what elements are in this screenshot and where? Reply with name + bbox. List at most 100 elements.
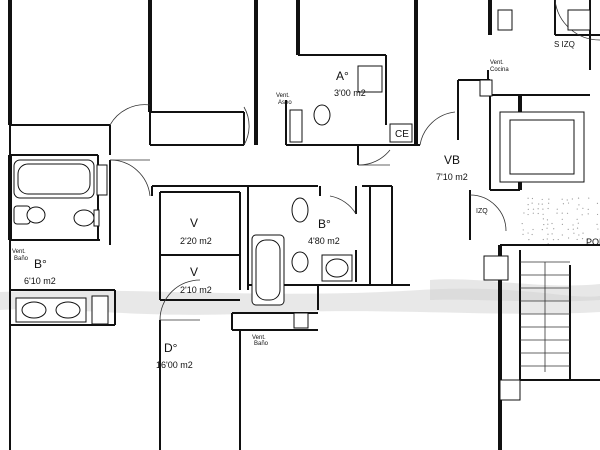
hatch-dot xyxy=(542,229,543,230)
hatch-dot xyxy=(547,238,548,239)
hatch-dot xyxy=(533,209,534,210)
room-d-name: D° xyxy=(164,341,178,355)
hatch-dot xyxy=(557,209,558,210)
hatch-dot xyxy=(542,199,543,200)
hatch-dot xyxy=(577,219,578,220)
hatch-dot xyxy=(582,233,583,234)
hatch-dot xyxy=(558,239,559,240)
hatch-dot xyxy=(568,237,569,238)
room-a-name: A° xyxy=(336,69,349,83)
hatch-dot xyxy=(543,218,544,219)
hatch-dot xyxy=(551,223,552,224)
hatch-dot xyxy=(532,229,533,230)
vent-aseo-line2: Aseo xyxy=(278,100,292,106)
hatch-dot xyxy=(528,204,529,205)
room-b-left-area: 6'10 m2 xyxy=(24,276,56,286)
room-v-upper-name: V xyxy=(190,216,198,230)
hatch-dot xyxy=(527,198,528,199)
room-a-area: 3'00 m2 xyxy=(334,88,366,98)
room-b-center-name: B° xyxy=(318,217,331,231)
hatch-dot xyxy=(538,213,539,214)
hatch-dot xyxy=(562,234,563,235)
hatch-dot xyxy=(533,213,534,214)
hatch-dot xyxy=(562,199,563,200)
por-label: POR xyxy=(586,237,600,247)
hatch-dot xyxy=(522,234,523,235)
hatch-dot xyxy=(538,203,539,204)
hatch-dot xyxy=(577,228,578,229)
hatch-dot xyxy=(542,204,543,205)
hatch-dot xyxy=(523,229,524,230)
hatch-dot xyxy=(568,229,569,230)
vent-cocina-line1: Vent. xyxy=(490,60,504,66)
hatch-dot xyxy=(573,233,574,234)
room-b-center-area: 4'80 m2 xyxy=(308,236,340,246)
hatch-dot xyxy=(528,209,529,210)
hatch-dot xyxy=(578,234,579,235)
hatch-dot xyxy=(578,197,579,198)
scan-smudge-right xyxy=(430,279,600,301)
hatch-dot xyxy=(577,208,578,209)
hatch-dot xyxy=(543,239,544,240)
hatch-dot xyxy=(528,239,529,240)
hatch-dot xyxy=(582,208,583,209)
hatch-dot xyxy=(582,238,583,239)
hatch-dot xyxy=(567,199,568,200)
room-v-upper-area: 2'20 m2 xyxy=(180,236,212,246)
hatch-dot xyxy=(588,209,589,210)
hatch-dot xyxy=(562,213,563,214)
hatch-dot xyxy=(596,224,597,225)
hatch-dot xyxy=(552,233,553,234)
hatch-dot xyxy=(532,234,533,235)
hatch-dot xyxy=(543,214,544,215)
vent-bano-left-line1: Vent. xyxy=(12,249,26,255)
hatch-dot xyxy=(563,203,564,204)
hatch-dot xyxy=(553,239,554,240)
izq-label: IZQ xyxy=(476,208,488,215)
hatch-dot xyxy=(577,239,578,240)
hatch-dot xyxy=(573,229,574,230)
hatch-dot xyxy=(562,224,563,225)
vent-bano-left-line2: Baño xyxy=(14,256,29,262)
hatch-dot xyxy=(578,204,579,205)
hatch-dot xyxy=(532,198,533,199)
hatch-dot xyxy=(527,232,528,233)
hatch-dot xyxy=(547,219,548,220)
hatch-dot xyxy=(546,228,547,229)
room-v-lower-name: V xyxy=(190,265,198,279)
room-v-lower-area: 2'10 m2 xyxy=(180,285,212,295)
hatch-dot xyxy=(562,219,563,220)
hatch-dot xyxy=(548,199,549,200)
hatch-dot xyxy=(582,214,583,215)
hatch-dot xyxy=(547,224,548,225)
vent-aseo-line1: Vent. xyxy=(276,93,290,99)
ce-label: CE xyxy=(395,129,409,140)
hatch-dot xyxy=(542,209,543,210)
s-izq-label: S IZQ xyxy=(554,40,575,49)
room-vb-name: VB xyxy=(444,153,460,167)
hatch-dot xyxy=(548,203,549,204)
hatch-dot xyxy=(572,224,573,225)
hatch-dot xyxy=(597,228,598,229)
hatch-dot xyxy=(538,208,539,209)
staircase xyxy=(520,262,570,372)
room-vb-area: 7'10 m2 xyxy=(436,172,468,182)
hatch-dot xyxy=(522,223,523,224)
hatch-dot xyxy=(553,228,554,229)
hatch-dot xyxy=(572,198,573,199)
room-b-left-name: B° xyxy=(34,257,47,271)
hatch-dot xyxy=(567,213,568,214)
hatch-dot xyxy=(588,213,589,214)
hatch-dot xyxy=(527,214,528,215)
hatch-dot xyxy=(597,203,598,204)
hatch-dot xyxy=(543,224,544,225)
hatch-dot xyxy=(532,203,533,204)
hatch-dot xyxy=(548,208,549,209)
hatch-dot xyxy=(578,223,579,224)
vent-cocina-line2: Cocina xyxy=(490,67,509,73)
hatch-dot xyxy=(588,197,589,198)
hatch-dot xyxy=(597,214,598,215)
room-d-area: 16'00 m2 xyxy=(156,360,193,370)
hatch-dot xyxy=(568,202,569,203)
